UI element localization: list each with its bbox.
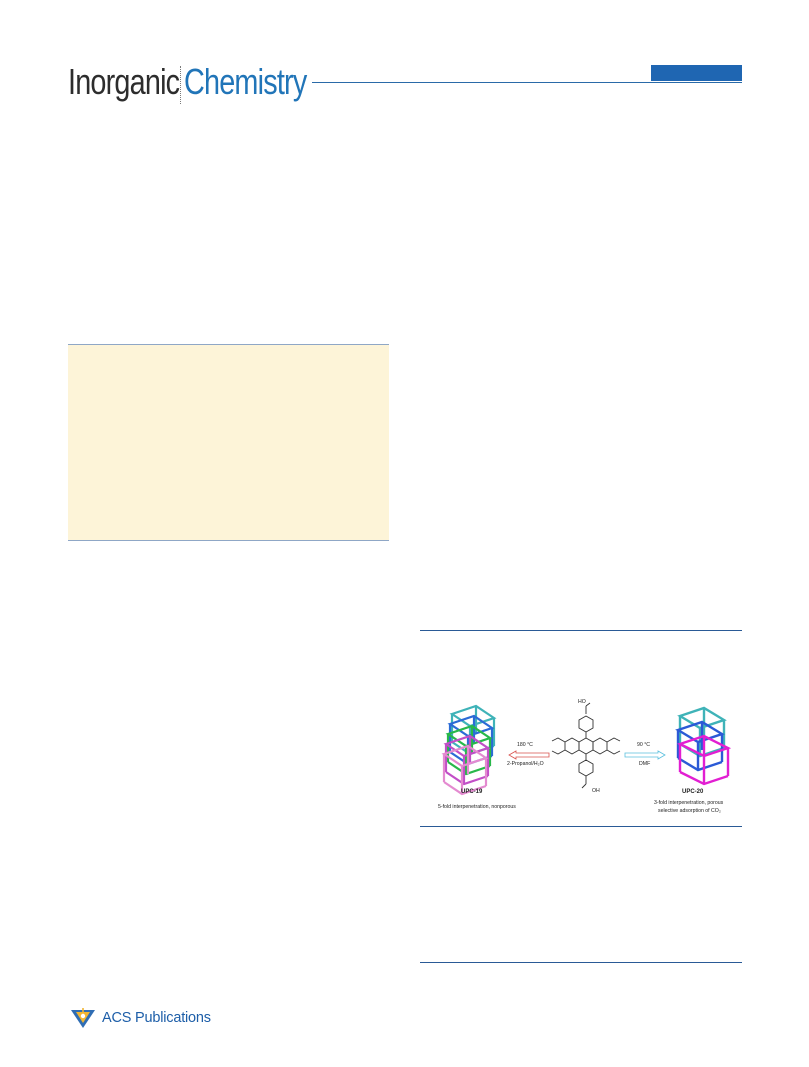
bottom-carboxyl-label: OH — [592, 788, 600, 794]
left-condition-solvent: 2-Propanol/H₂O — [507, 761, 544, 767]
upc19-label: UPC-19 — [461, 789, 483, 795]
header-rule — [312, 82, 742, 83]
upc19-description: 5-fold interpenetration, nonporous — [438, 804, 516, 810]
journal-title-part2: Chemistry — [184, 61, 307, 102]
left-condition-temp: 180 °C — [517, 742, 533, 748]
right-condition-temp: 90 °C — [637, 742, 651, 748]
masthead-separator — [180, 66, 181, 104]
figure-bottom-rule — [420, 826, 742, 827]
upc20-label: UPC-20 — [682, 789, 704, 795]
upc19-framework-illustration — [441, 704, 497, 796]
figure-top-rule — [420, 630, 742, 631]
journal-title-part1: Inorganic — [68, 61, 180, 102]
upc20-description-line2: selective adsorption of CO₂ — [658, 808, 721, 814]
right-condition-solvent: DMF — [639, 761, 651, 767]
highlight-box — [68, 344, 389, 541]
section-rule — [420, 962, 742, 963]
right-arrow — [624, 750, 666, 760]
left-arrow — [508, 750, 550, 760]
top-carboxyl-label: HO — [578, 699, 586, 705]
publisher-logo: ACS Publications — [70, 1006, 211, 1030]
acs-logo-icon — [71, 1008, 95, 1028]
upc20-description-line1: 3-fold interpenetration, porous — [654, 800, 724, 806]
publisher-name: ACS Publications — [102, 1010, 211, 1026]
upc20-framework-illustration — [675, 706, 732, 786]
journal-masthead: Inorganic Chemistry — [68, 60, 307, 110]
toc-graphic: 180 °C 2-Propanol/H₂O UPC-19 5-fold inte… — [432, 699, 738, 822]
header-tab — [651, 65, 742, 81]
ligand-structure — [551, 702, 621, 789]
